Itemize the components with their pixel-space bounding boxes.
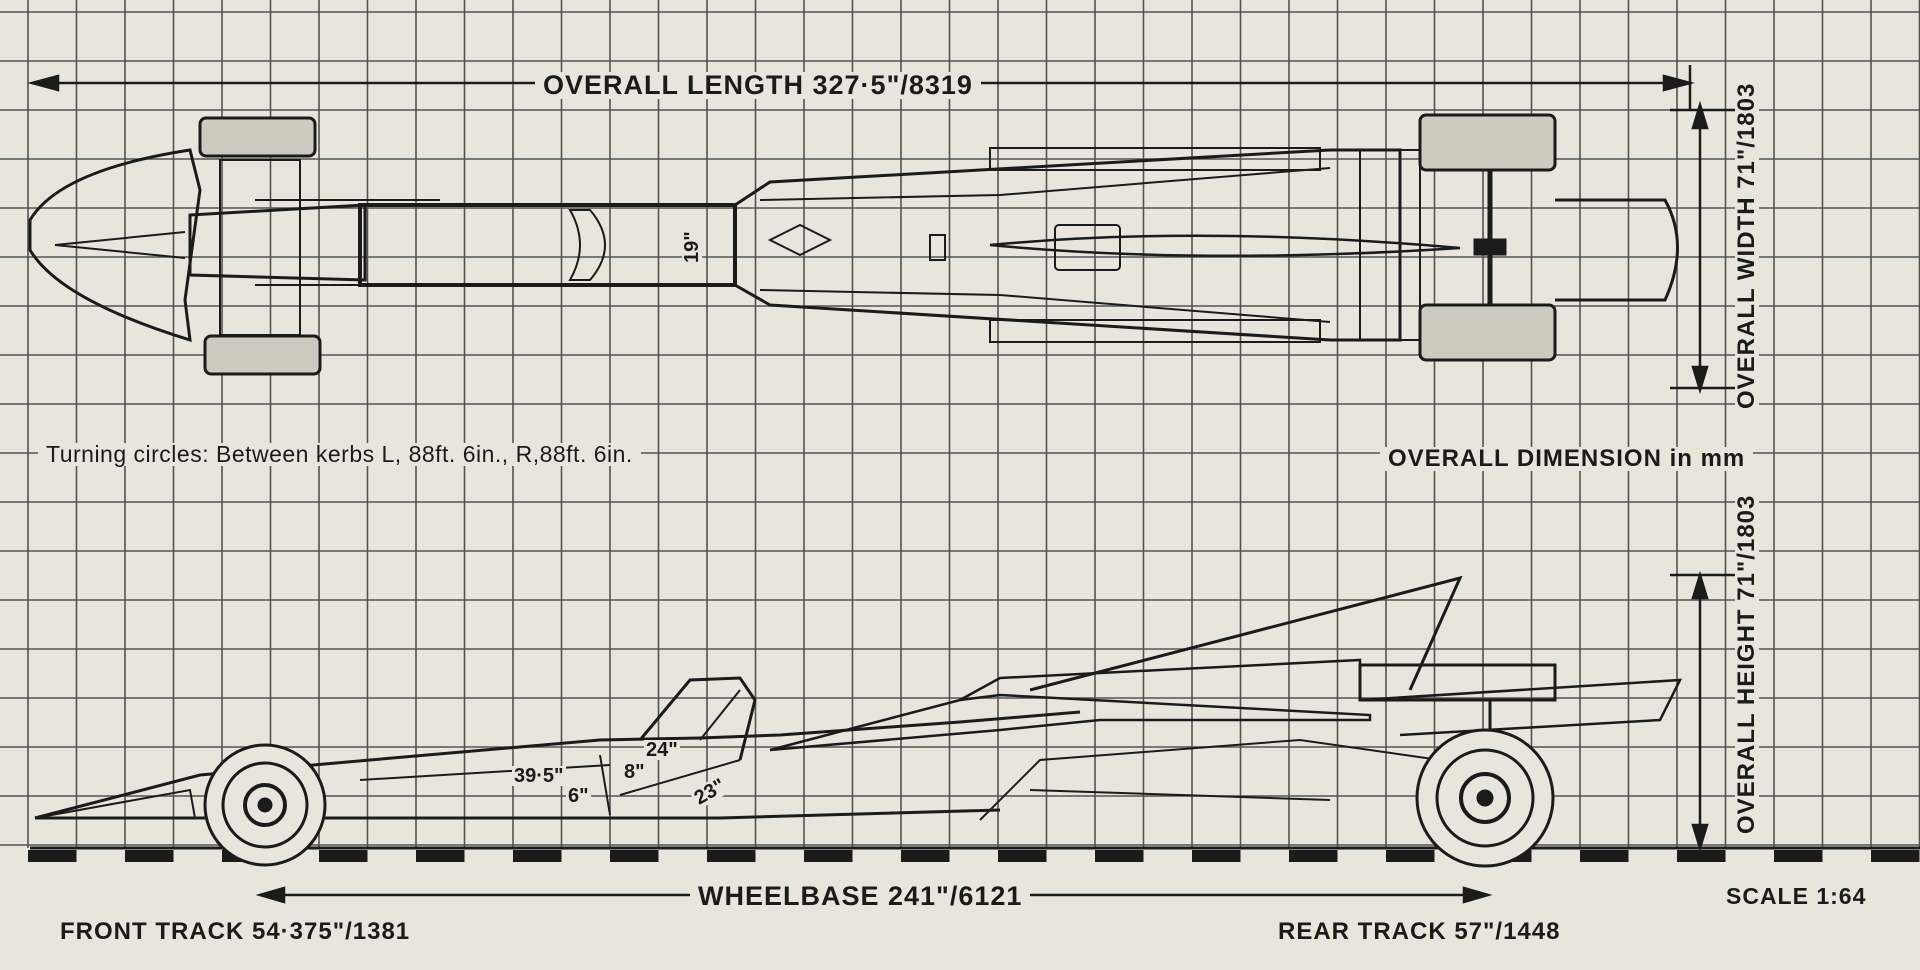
nose: [188, 203, 367, 282]
overall-width-arrow: [1670, 100, 1735, 395]
engine-cover: [989, 234, 1461, 258]
roll-hoop: [638, 676, 757, 761]
front-wheel-right: [203, 334, 322, 376]
rear-wing: [1555, 198, 1679, 302]
engine-cover-side: [959, 658, 1362, 702]
overall-height-label: OVERALL HEIGHT 71"/1803: [1733, 488, 1760, 840]
rear-wheel-left: [1418, 113, 1557, 172]
overall-length-label: OVERALL LENGTH 327·5"/8319: [535, 72, 981, 99]
seat-length-dim: 39·5": [512, 765, 566, 787]
car-top-view: [28, 113, 1679, 376]
body-bottom: [35, 808, 1001, 820]
rear-wheel-right: [1418, 303, 1557, 362]
sidepods: [733, 148, 1402, 342]
wheelbase-label: WHEELBASE 241"/6121: [690, 883, 1031, 910]
rear-wheel-side: [1415, 728, 1555, 868]
airbox: [1029, 575, 1463, 692]
rear-wing-side: [1358, 663, 1557, 702]
scale-bar: [28, 846, 1920, 862]
seat-height-dim: 6": [566, 785, 591, 807]
turning-circles-label: Turning circles: Between kerbs L, 88ft. …: [38, 443, 641, 466]
front-wheel-side: [203, 743, 327, 867]
rear-track-label: REAR TRACK 57"/1448: [1278, 918, 1561, 945]
overall-dimension-label: OVERALL DIMENSION in mm: [1380, 447, 1754, 471]
car-side-view: [34, 575, 1683, 868]
cockpit-width-dim: 19": [681, 229, 703, 265]
overall-width-label: OVERALL WIDTH 71"/1803: [1733, 76, 1760, 415]
front-wheel-left: [198, 116, 317, 158]
overall-height-arrow: [1670, 570, 1735, 853]
front-track-label: FRONT TRACK 54·375"/1381: [60, 918, 411, 945]
scale-label: SCALE 1:64: [1726, 883, 1867, 909]
backrest-dim: 8": [622, 761, 647, 783]
roll-hoop-dim: 24": [644, 739, 680, 761]
front-wing: [28, 148, 202, 343]
